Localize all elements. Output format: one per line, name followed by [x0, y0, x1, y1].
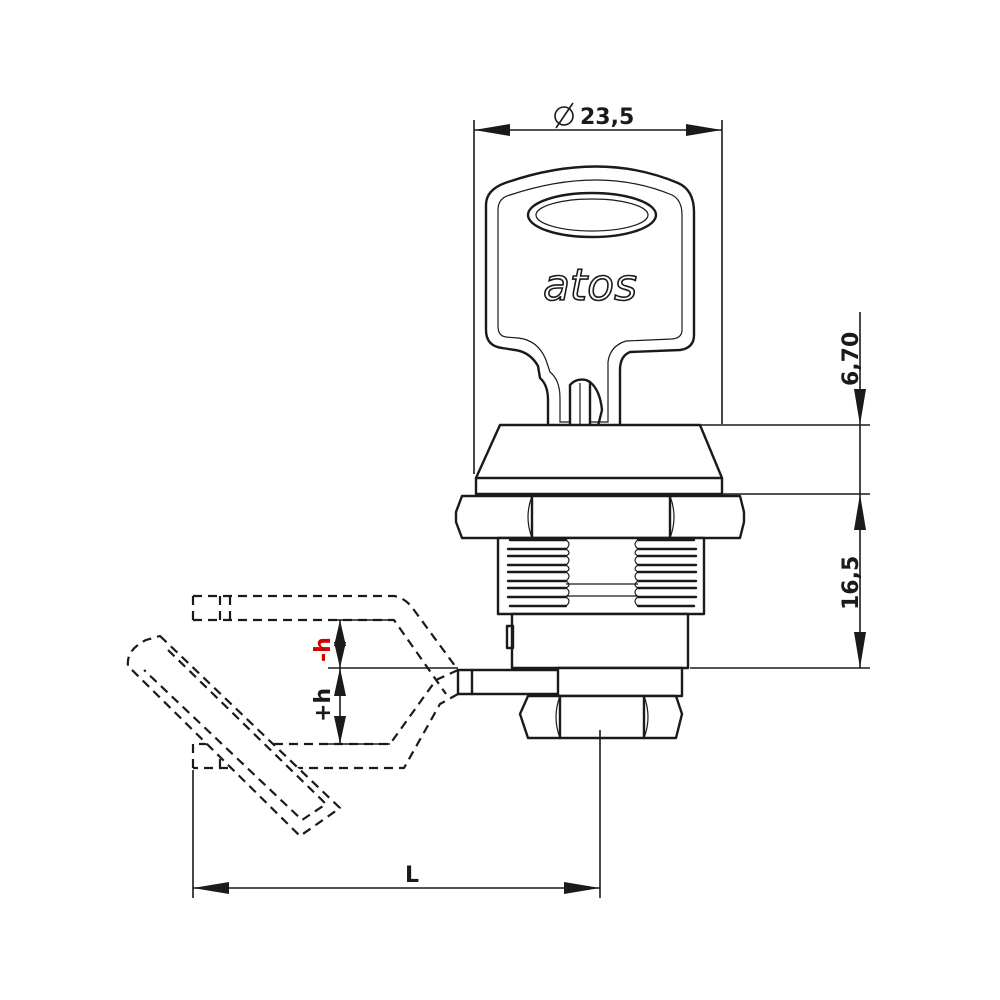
key-blade-tip [588, 380, 604, 428]
dimension-body-length: 16,5 [690, 494, 870, 669]
cam-solid [456, 666, 684, 740]
dim-label-length: L [405, 863, 419, 888]
hex-nut-chamfer-1 [527, 495, 533, 539]
dimension-head-height: 6,70 [700, 312, 870, 530]
cam-hub [556, 666, 684, 698]
body-collar [510, 612, 690, 670]
cam-tilted-blade-inner [143, 649, 328, 822]
cam-arm [456, 668, 562, 696]
dim-label-plus-h: +h [311, 688, 336, 722]
arrow-head-top [854, 389, 866, 425]
cam-upper-position [193, 594, 459, 695]
key-bow-hole-outer [526, 191, 658, 239]
dimension-cam-length: L [192, 730, 601, 898]
diameter-symbol [554, 106, 574, 126]
key: atos [484, 165, 696, 432]
dim-label-head: 6,70 [839, 332, 864, 386]
hex-nut [454, 494, 746, 540]
key-bow-outer [484, 165, 696, 432]
arrow-minus-h-top [334, 620, 346, 646]
key-bow-hole-inner [535, 198, 649, 232]
arrow-left [474, 124, 510, 136]
cam-alternate-positions [126, 594, 459, 838]
dimension-cam-offset: -h +h [311, 619, 458, 745]
dimension-diameter: 23,5 [473, 102, 723, 474]
dim-label-body: 16,5 [839, 556, 864, 610]
cam-tilted-blade [126, 634, 342, 838]
thread-profile-left [564, 539, 570, 607]
hex-nut-chamfer-2 [669, 495, 675, 539]
diameter-symbol-slash [555, 102, 574, 129]
threaded-body [496, 536, 706, 670]
arrow-right [686, 124, 722, 136]
bottom-nut-chamfer [555, 695, 649, 739]
cam-lower-position [193, 668, 459, 770]
thread-left [506, 538, 568, 608]
key-bow-inner [497, 179, 683, 423]
bottom-nut [518, 694, 684, 740]
arrow-plus-h-bottom [334, 716, 346, 744]
lock-cap [474, 423, 724, 496]
body-outline [496, 536, 706, 616]
thread-profile-right [634, 539, 640, 607]
thread-right [636, 538, 698, 608]
arrow-length-right [564, 882, 600, 894]
arrow-minus-h-bottom [334, 642, 346, 668]
body-notch [505, 624, 515, 650]
dim-label-minus-h: -h [311, 637, 336, 662]
arrow-plus-h-top [334, 668, 346, 696]
arrow-body-bottom [854, 632, 866, 668]
brand-logo: atos [543, 260, 637, 311]
dim-label-diameter: 23,5 [580, 105, 634, 130]
arrow-length-left [193, 882, 229, 894]
lock-head [454, 423, 746, 540]
